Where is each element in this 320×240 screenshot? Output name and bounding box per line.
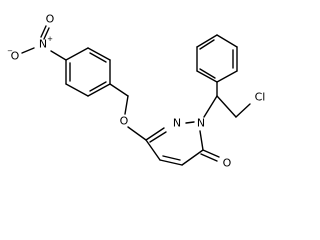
bond-ring-ch2 (109, 83, 129, 97)
bond-c3-c4 (181, 149, 204, 166)
bond-ring-inner-2 (89, 81, 107, 92)
bond-n-o-top-1 (40, 25, 47, 38)
atom-labels: O N + O − O N N Cl O (7, 13, 265, 170)
bond-o-c6 (127, 126, 147, 141)
bond-n2-c3 (199, 130, 204, 151)
bond-ph-3 (216, 34, 238, 48)
atom-o-nitro-left: O (11, 50, 20, 63)
bond-carbonyl-2 (200, 153, 218, 162)
bond-c6-n1 (145, 127, 165, 141)
bond-ring-inner-1 (89, 52, 107, 63)
atom-o-ether: O (120, 115, 129, 128)
bond-carbonyl-1 (202, 149, 220, 158)
bond-ring-a (65, 47, 89, 61)
bond-ring-e (65, 83, 89, 97)
bond-c5-c6 (145, 139, 161, 161)
bond-ch-ch2cl (216, 95, 237, 118)
atom-n-nitro: N (39, 38, 47, 51)
atom-o-nitro-top: O (46, 13, 55, 26)
bond-ph-4 (196, 34, 218, 48)
bond-ph-inner-2 (199, 39, 215, 50)
bond-ring-b (87, 47, 111, 61)
atom-n1: N (173, 117, 181, 130)
bond-ph-6 (196, 70, 218, 83)
bond-ph-inner-3 (199, 68, 216, 79)
bond-c4-c5-double (162, 155, 181, 161)
bond-n2-ch (203, 95, 218, 118)
atom-n-nitro-charge: + (47, 35, 53, 43)
atom-o-nitro-left-charge: − (7, 47, 13, 55)
atom-n2: N (197, 117, 205, 130)
bond-ph-1 (216, 70, 238, 83)
structure-canvas: O N + O − O N N Cl O (7, 13, 265, 170)
bond-n-o-top-2 (43, 27, 50, 40)
atom-o-carbonyl: O (223, 157, 232, 170)
bond-ch2-cl (235, 103, 251, 118)
bond-ring-d (87, 83, 111, 97)
atom-cl: Cl (255, 91, 266, 104)
bond-c-nitro (50, 50, 67, 61)
bond-c6-n1-double (149, 131, 167, 143)
bonds (21, 25, 251, 166)
bond-ch2-o (124, 95, 129, 115)
bond-c4-c5 (159, 159, 183, 166)
bond-n-o-left (21, 47, 35, 54)
bond-n1-n2 (185, 121, 195, 124)
